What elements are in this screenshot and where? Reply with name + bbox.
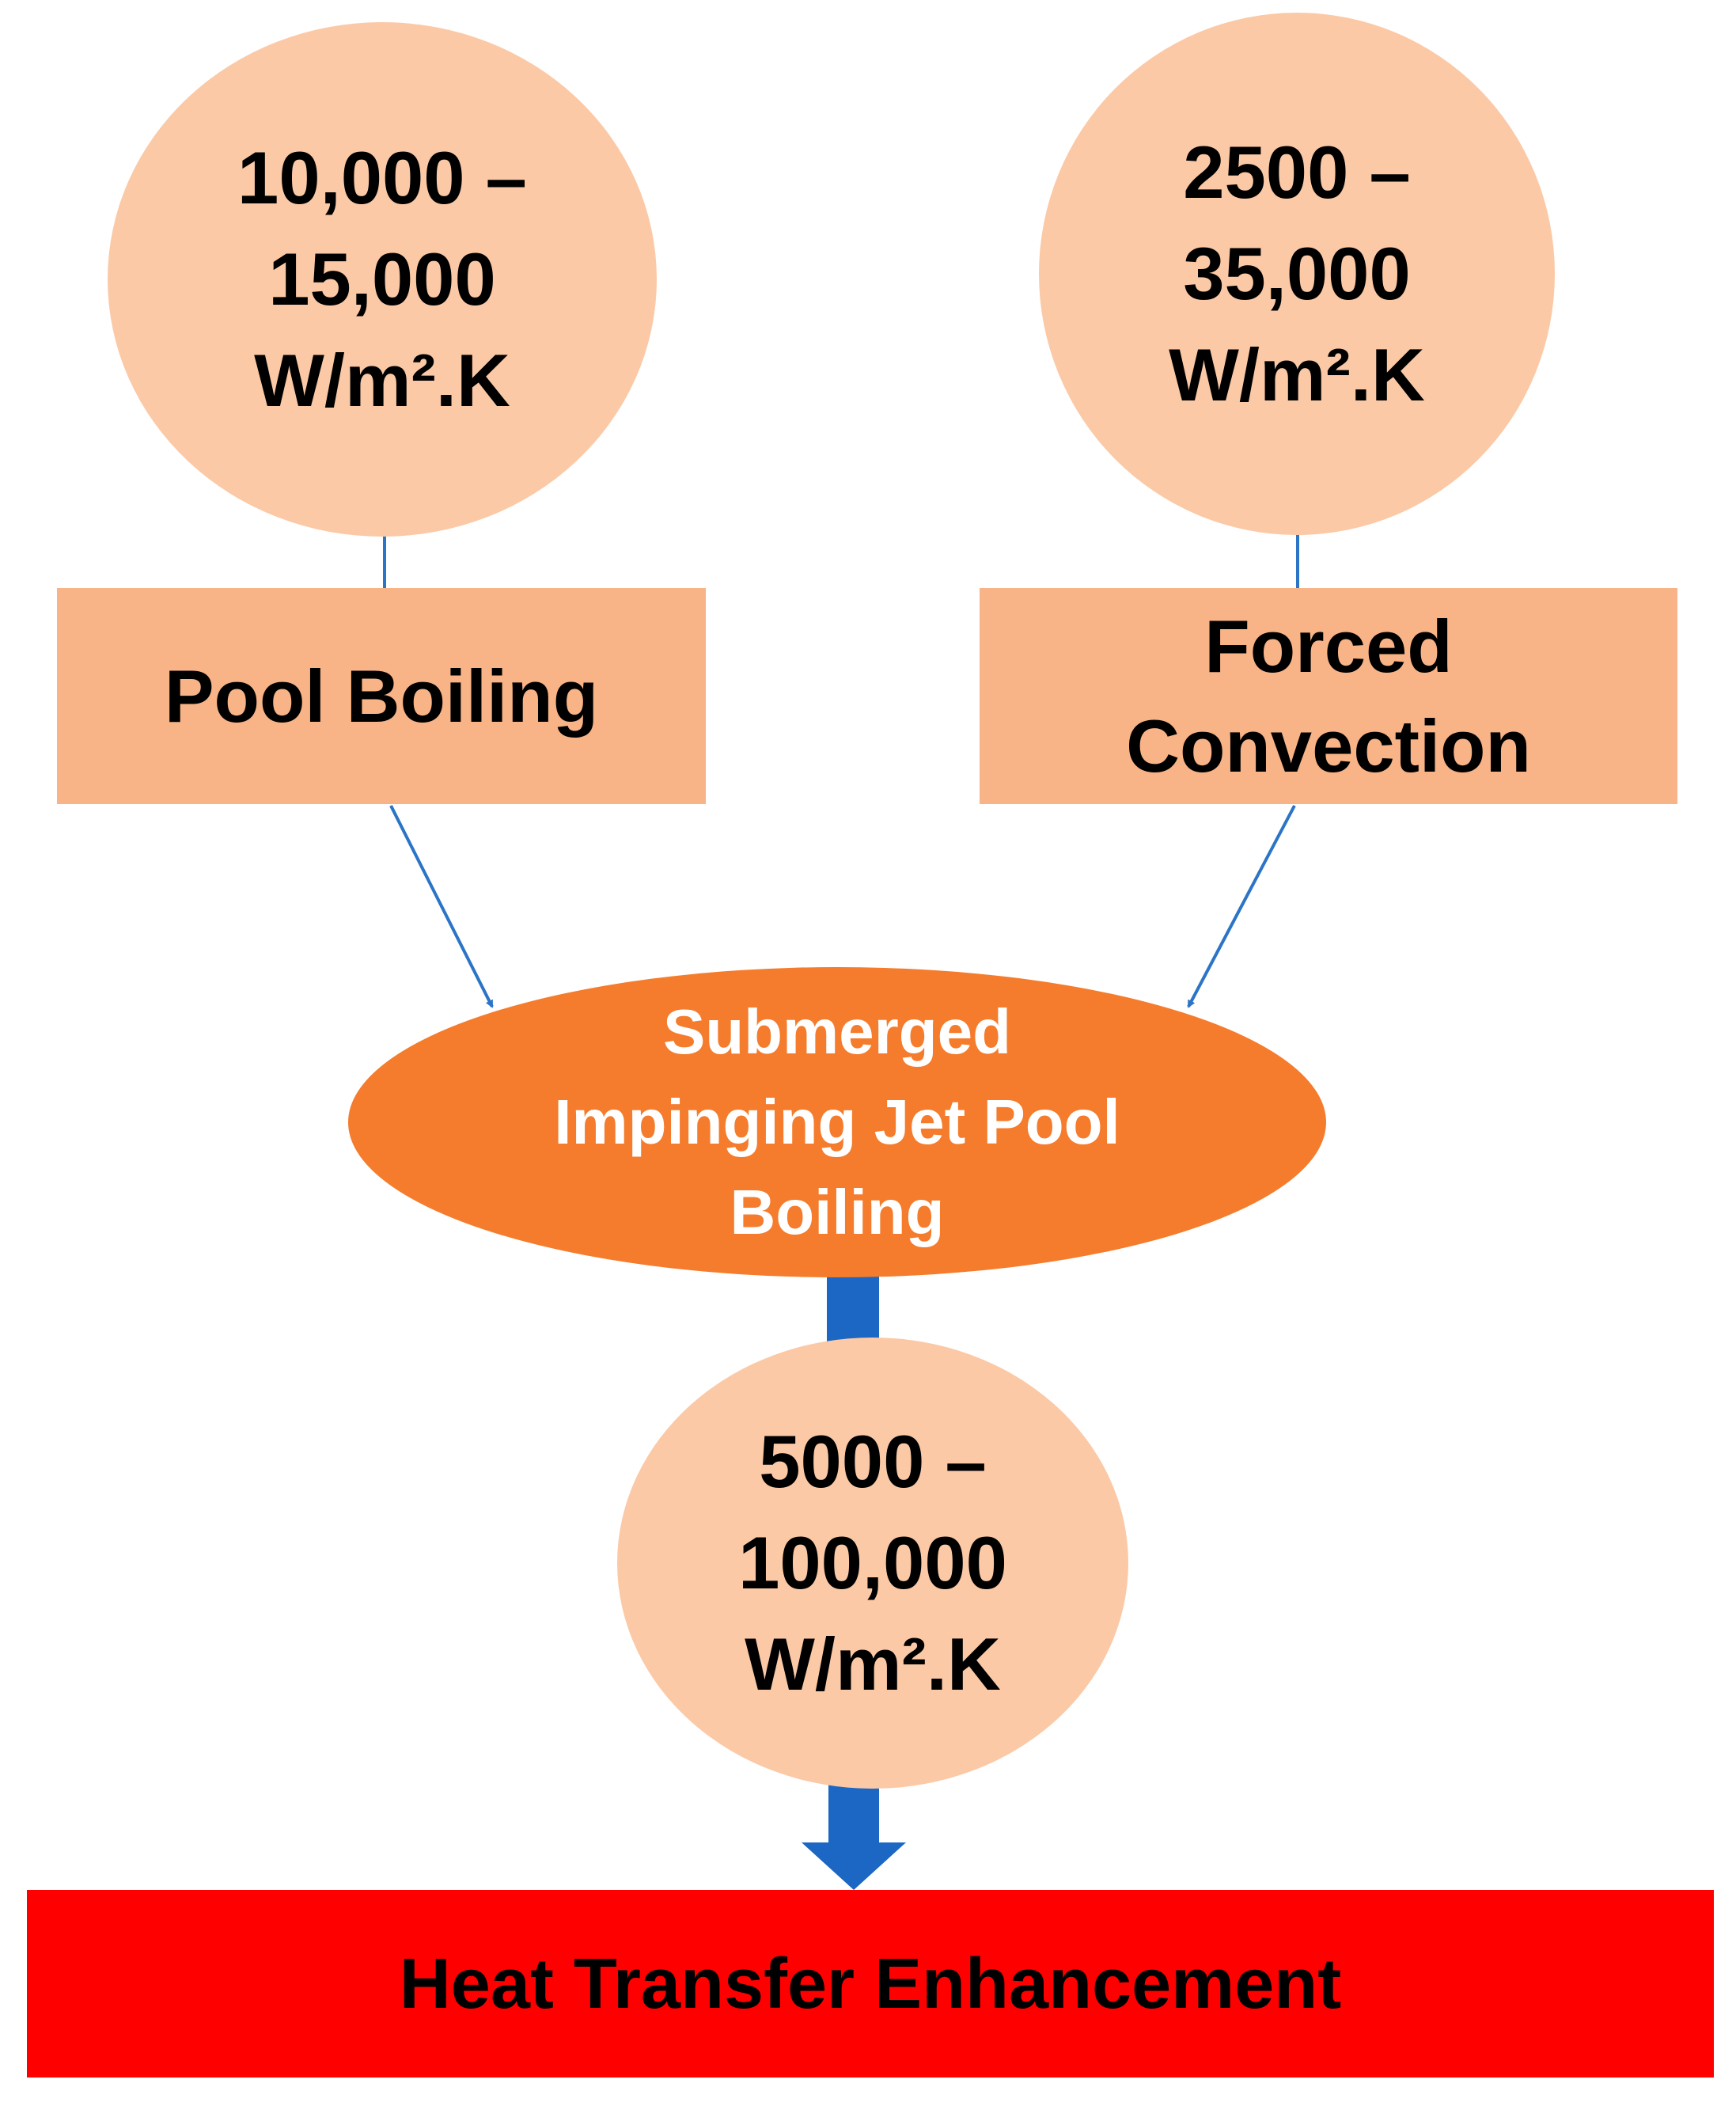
jet-boiling-htc-circle: 5000 – 100,000 W/m².K [617, 1338, 1128, 1789]
heat-transfer-enhancement-banner: Heat Transfer Enhancement [27, 1890, 1714, 2078]
heat-transfer-enhancement-label: Heat Transfer Enhancement [399, 1944, 1342, 2024]
forced-htc-range-end: 35,000 [1183, 232, 1411, 315]
pool-to-jet-arrow [389, 805, 494, 1008]
pool-boiling-box: Pool Boiling [57, 588, 706, 804]
pool-htc-range-start: 10,000 – [237, 136, 527, 219]
jet-to-htc-thick-arrow-shaft [827, 1273, 879, 1344]
forced-convection-label-line1: Forced [1204, 604, 1453, 688]
jet-label-line3: Boiling [730, 1177, 945, 1247]
htc-to-enhancement-thick-arrow [802, 1785, 906, 1890]
pool-htc-range-end: 15,000 [268, 237, 496, 321]
forced-convection-label-line2: Convection [1126, 704, 1531, 787]
pool-boiling-htc-circle: 10,000 – 15,000 W/m².K [108, 22, 657, 537]
forced-htc-range-start: 2500 – [1183, 131, 1411, 214]
pool-htc-unit: W/m².K [254, 339, 510, 422]
jet-label-line1: Submerged [662, 996, 1012, 1067]
jet-label-line2: Impinging Jet Pool [554, 1087, 1120, 1157]
forced-convection-htc-circle: 2500 – 35,000 W/m².K [1039, 13, 1555, 535]
jet-htc-range-start: 5000 – [759, 1420, 987, 1503]
submerged-jet-ellipse: Submerged Impinging Jet Pool Boiling [348, 967, 1326, 1277]
forced-convection-box: Forced Convection [980, 588, 1677, 804]
jet-htc-range-end: 100,000 [738, 1521, 1007, 1604]
forced-to-jet-arrow [1187, 805, 1296, 1008]
jet-htc-unit: W/m².K [745, 1622, 1001, 1706]
forced-htc-unit: W/m².K [1169, 333, 1425, 416]
pool-boiling-label: Pool Boiling [164, 654, 599, 738]
